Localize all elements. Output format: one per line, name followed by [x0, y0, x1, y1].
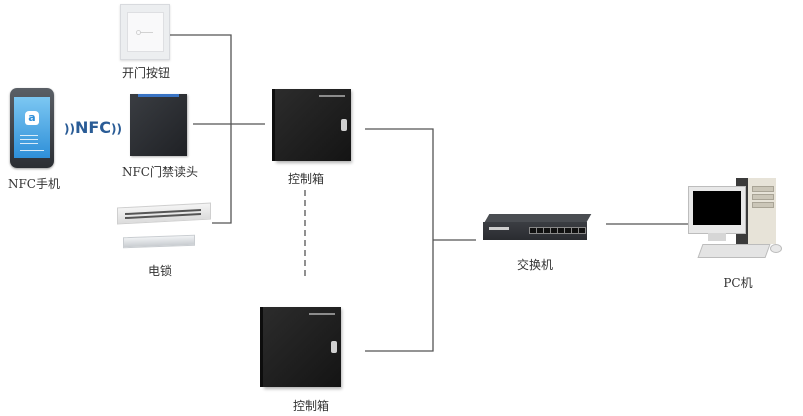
- nfc-reader-image: [130, 94, 187, 156]
- pc-image: [688, 178, 788, 268]
- nfc-wireless-badge: ))NFC)): [64, 118, 122, 137]
- nfc-text: NFC: [74, 118, 112, 137]
- mouse: [770, 244, 782, 253]
- label-exit-button: 开门按钮: [121, 66, 170, 80]
- switch-brand-text: [489, 227, 509, 230]
- wire-exit-button: [168, 34, 232, 224]
- controller-2-image: [263, 307, 341, 387]
- lock-icon: [331, 341, 337, 353]
- signal-waves-icon: )): [111, 122, 122, 136]
- label-controller-1: 控制箱: [287, 172, 324, 186]
- controller-brand-text: [319, 95, 345, 97]
- reader-led: [138, 94, 179, 97]
- nfc-phone-image: a: [10, 88, 54, 168]
- wire-controller1-switch: [365, 128, 434, 352]
- label-controller-2: 控制箱: [292, 399, 329, 413]
- controller-1-image: [275, 89, 351, 161]
- app-logo-icon: a: [25, 111, 39, 125]
- label-nfc-reader: NFC门禁读头: [121, 165, 198, 179]
- network-switch-image: [481, 214, 592, 244]
- label-network-switch: 交换机: [516, 258, 553, 272]
- label-electric-lock: 电锁: [147, 264, 172, 278]
- exit-button-image: [120, 4, 170, 60]
- signal-waves-icon: )): [64, 122, 75, 136]
- pc-monitor: [688, 186, 746, 234]
- ethernet-port: [578, 227, 586, 234]
- label-nfc-phone: NFC手机: [7, 177, 60, 191]
- lock-icon: [341, 119, 347, 131]
- key-icon: [136, 30, 153, 35]
- label-pc: PC机: [723, 276, 753, 290]
- keyboard: [697, 244, 771, 258]
- phone-screen: a: [14, 97, 50, 158]
- controller-brand-text: [309, 313, 335, 315]
